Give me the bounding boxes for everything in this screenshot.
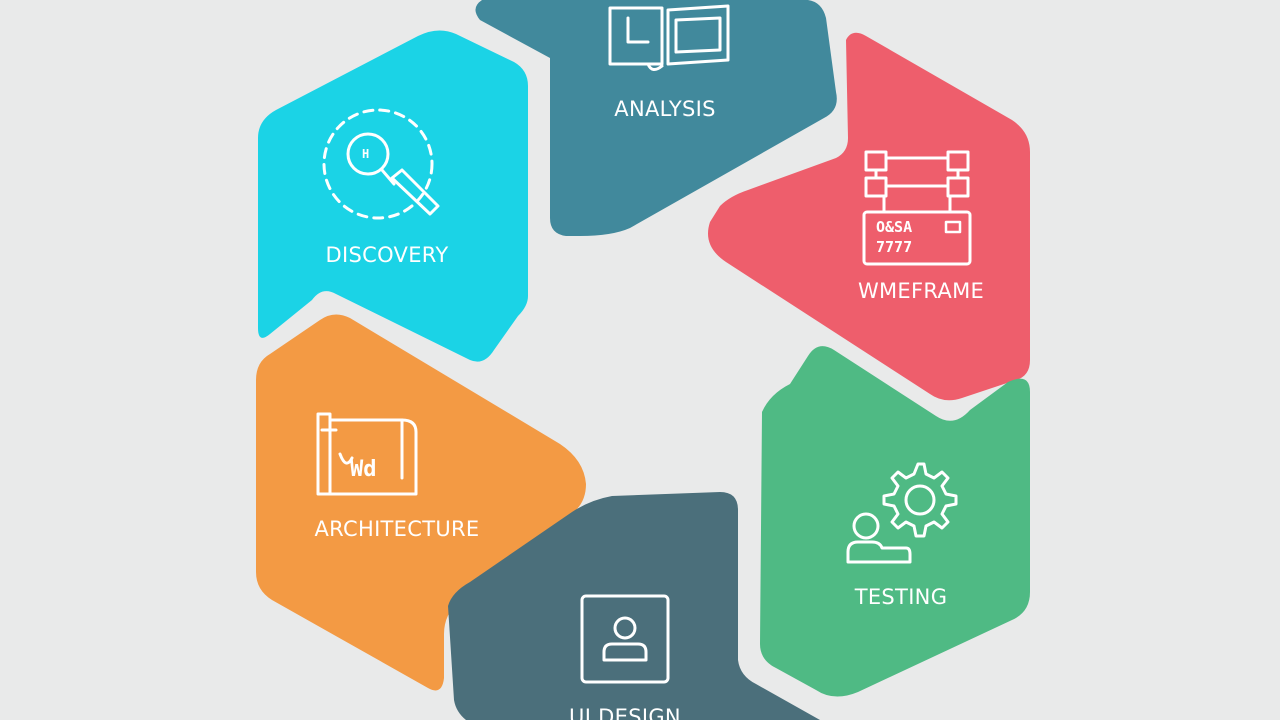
- segment-wireframe-shape: [708, 32, 1030, 401]
- blueprint-icon: [608, 4, 730, 71]
- segment-analysis-shape: [475, 0, 837, 236]
- segment-testing: TESTING: [760, 346, 1030, 697]
- svg-text:H: H: [362, 147, 369, 161]
- segment-design-label: UI DESIGN: [569, 705, 681, 720]
- wireframe-icon-text-2: 7777: [876, 238, 912, 256]
- segment-discovery-label: DISCOVERY: [326, 243, 449, 267]
- segment-testing-label: TESTING: [854, 585, 948, 609]
- segment-analysis-label: ANALYSIS: [614, 97, 715, 121]
- segment-architecture-shape: [256, 314, 586, 691]
- segment-wireframe: O&SA 7777 WMEFRAME: [708, 32, 1030, 401]
- magnifier-icon: H: [322, 108, 440, 220]
- segment-discovery-shape: [258, 30, 528, 362]
- wireframe-icon-text-1: O&SA: [876, 218, 912, 236]
- segment-architecture-label: ARCHITECTURE: [315, 517, 480, 541]
- user-frame-icon: [580, 594, 670, 684]
- segment-architecture: Wd ARCHITECTURE: [256, 314, 586, 691]
- wireframe-icon: O&SA 7777: [862, 150, 972, 266]
- segment-analysis: ANALYSIS: [475, 0, 837, 236]
- architecture-icon-text: Wd: [350, 457, 377, 482]
- architecture-plan-icon: Wd: [316, 412, 418, 496]
- segment-design-shape: [448, 492, 820, 720]
- segment-wireframe-label: WMEFRAME: [858, 279, 984, 303]
- segment-design: UI DESIGN: [448, 492, 820, 720]
- segment-discovery: H DISCOVERY: [258, 30, 528, 362]
- gear-user-icon: [846, 462, 958, 564]
- segment-testing-shape: [760, 346, 1030, 697]
